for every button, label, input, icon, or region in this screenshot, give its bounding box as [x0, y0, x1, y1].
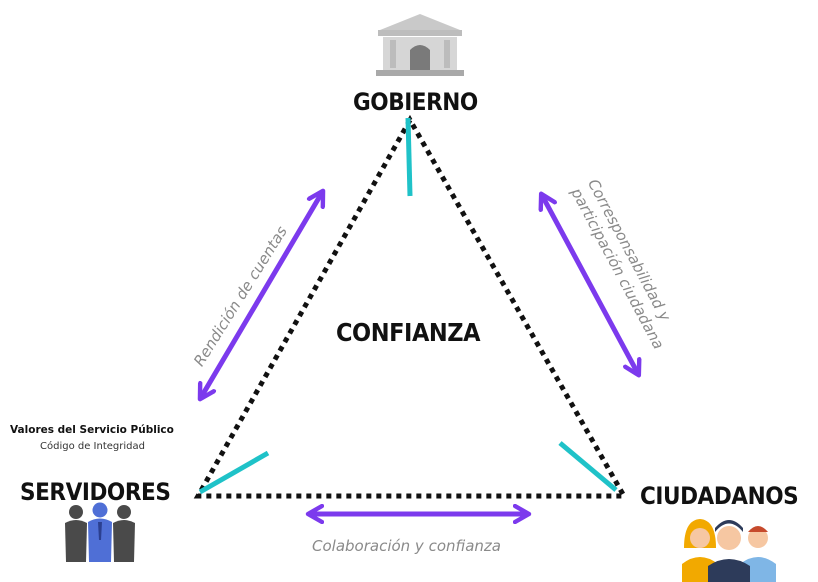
right-double-arrow: [544, 199, 636, 370]
government-building-icon: [376, 14, 464, 76]
node-gobierno: GOBIERNO: [353, 88, 478, 116]
edge-label-colaboracion: Colaboración y confianza: [312, 537, 501, 555]
values-title: Valores del Servicio Público: [10, 424, 174, 436]
trust-triangle: [193, 114, 629, 499]
public-servants-icon: [65, 502, 135, 562]
node-servidores: SERVIDORES: [20, 478, 171, 506]
left-marker: [198, 450, 270, 495]
right-marker: [558, 441, 618, 492]
center-label: CONFIANZA: [336, 318, 481, 347]
values-subtitle: Código de Integridad: [40, 441, 145, 452]
citizens-icon: [682, 519, 776, 582]
top-marker: [405, 117, 413, 197]
node-ciudadanos: CIUDADANOS: [640, 482, 799, 510]
left-double-arrow: [203, 196, 320, 394]
